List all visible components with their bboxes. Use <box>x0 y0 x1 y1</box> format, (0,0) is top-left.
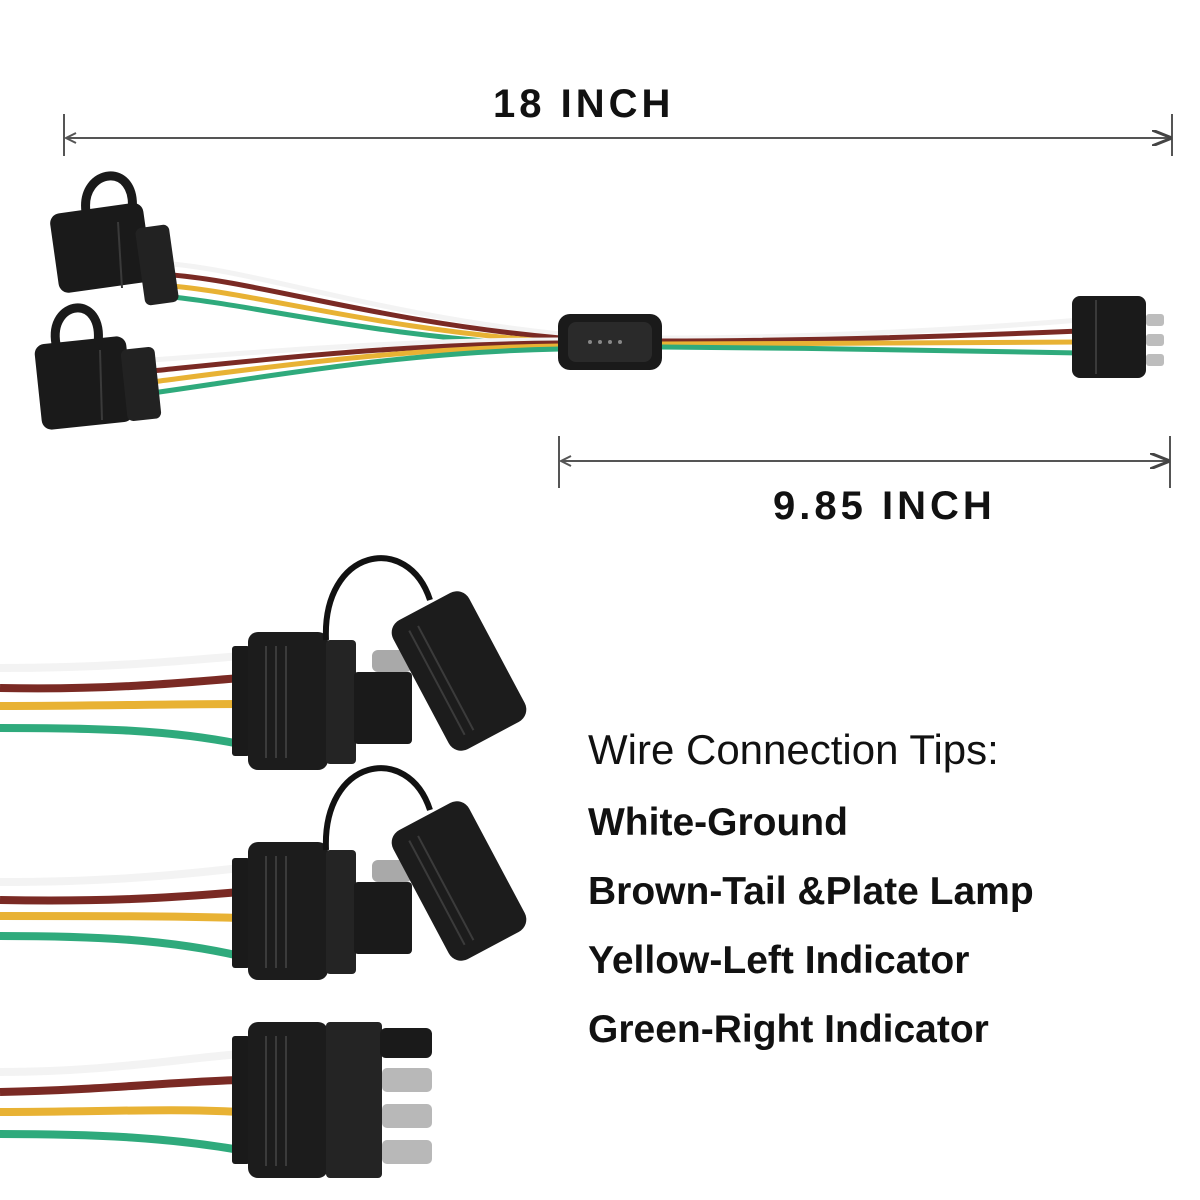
detail-connector-3 <box>0 1022 432 1178</box>
tip-yellow: Yellow-Left Indicator <box>588 939 970 982</box>
female-connector-upper <box>50 171 179 306</box>
tip-brown: Brown-Tail &Plate Lamp <box>588 870 1034 913</box>
branch-length-label: 9.85 INCH <box>773 484 996 528</box>
splitter-junction <box>558 314 662 370</box>
y-splitter-wires <box>149 261 1083 396</box>
total-length-label: 18 INCH <box>493 82 675 126</box>
dimension-line-985 <box>558 436 1171 488</box>
tips-title: Wire Connection Tips: <box>588 726 999 773</box>
detail-connector-2 <box>0 765 527 980</box>
male-connector-end <box>1072 296 1164 378</box>
female-connector-lower <box>34 303 162 430</box>
detail-connector-1 <box>0 555 527 770</box>
wire-connection-tips: Wire Connection Tips: White-Ground Brown… <box>588 722 1034 1064</box>
tip-green: Green-Right Indicator <box>588 1008 989 1051</box>
tip-white: White-Ground <box>588 801 848 844</box>
dimension-line-18 <box>63 114 1173 156</box>
